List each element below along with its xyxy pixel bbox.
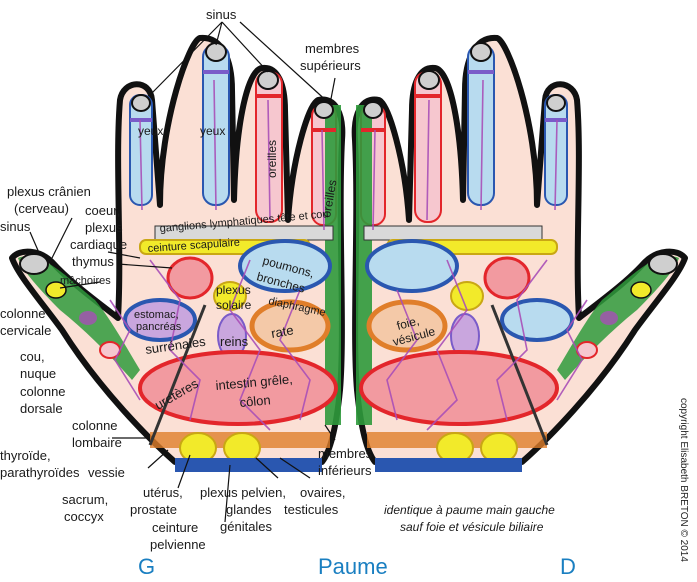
label-yeux-1: yeux <box>138 124 163 138</box>
label-sacrum-2: coccyx <box>64 509 104 524</box>
label-reins: reins <box>220 334 249 349</box>
label-estomac-1: estomac, <box>134 309 179 321</box>
label-plexus-solaire-1: plexus <box>216 283 251 297</box>
label-plexus-cranien-2: (cerveau) <box>14 201 69 216</box>
label-colonne-cervicale-2: cervicale <box>0 323 51 338</box>
label-estomac-2: pancréas <box>136 321 182 333</box>
label-colonne-lombaire-2: lombaire <box>72 435 122 450</box>
label-left-hand: G <box>138 554 155 579</box>
label-colonne-dorsale-2: dorsale <box>20 401 63 416</box>
note-line-1: identique à paume main gauche <box>384 503 555 517</box>
label-thyroide-2: parathyroïdes <box>0 465 80 480</box>
label-right-hand: D <box>560 554 576 579</box>
label-colonne-dorsale-1: colonne <box>20 384 66 399</box>
label-ceinture-pelvienne-1: ceinture <box>152 520 198 535</box>
label-colonne-lombaire-1: colonne <box>72 418 118 433</box>
label-thyroide-1: thyroïde, <box>0 448 51 463</box>
label-cou-2: nuque <box>20 366 56 381</box>
right-plexus-solaire-zone <box>451 282 483 310</box>
label-plexus-pelvien-2: glandes <box>226 502 272 517</box>
copyright-text: copyright Elisabeth BRETON © 2014 <box>678 398 689 562</box>
label-plexus-solaire-2: solaire <box>216 298 252 312</box>
note-line-2: sauf foie et vésicule biliaire <box>400 520 544 534</box>
label-palm: Paume <box>318 554 388 579</box>
label-intestin-2: côlon <box>239 392 271 410</box>
label-coeur-3: cardiaque <box>70 237 127 252</box>
label-plexus-pelvien-3: génitales <box>220 519 273 534</box>
label-ovaires-1: ovaires, <box>300 485 346 500</box>
label-membres-superieurs-1: membres <box>305 41 360 56</box>
label-sinus-top: sinus <box>206 7 237 22</box>
label-coeur-1: coeur, <box>85 203 120 218</box>
label-coeur-2: plexus <box>85 220 123 235</box>
label-colonne-cervicale-1: colonne <box>0 306 46 321</box>
label-sinus-left: sinus <box>0 219 31 234</box>
right-estomac-zone <box>502 300 572 340</box>
label-ceinture-pelvienne-2: pelvienne <box>150 537 206 552</box>
label-vessie: vessie <box>88 465 125 480</box>
label-membres-inferieurs-2: inférieurs <box>318 463 372 478</box>
label-plexus-pelvien-1: plexus pelvien, <box>200 485 286 500</box>
right-ganglions-band <box>364 226 542 240</box>
label-membres-superieurs-2: supérieurs <box>300 58 361 73</box>
label-sacrum-1: sacrum, <box>62 492 108 507</box>
label-machoires: mâchoires <box>60 275 111 287</box>
right-hand <box>355 38 685 472</box>
label-plexus-cranien-1: plexus crânien <box>7 184 91 199</box>
label-oreilles-1: oreilles <box>265 140 279 178</box>
label-yeux-2: yeux <box>200 124 225 138</box>
right-poumons-zone <box>367 241 457 291</box>
label-membres-inferieurs-1: membres <box>318 446 373 461</box>
left-wrist-band <box>175 458 322 472</box>
label-uterus-2: prostate <box>130 502 177 517</box>
label-uterus-1: utérus, <box>143 485 183 500</box>
right-wrist-band <box>375 458 522 472</box>
right-intestin-zone <box>361 352 557 424</box>
label-cou-1: cou, <box>20 349 45 364</box>
label-ovaires-2: testicules <box>284 502 339 517</box>
label-thymus: thymus <box>72 254 114 269</box>
